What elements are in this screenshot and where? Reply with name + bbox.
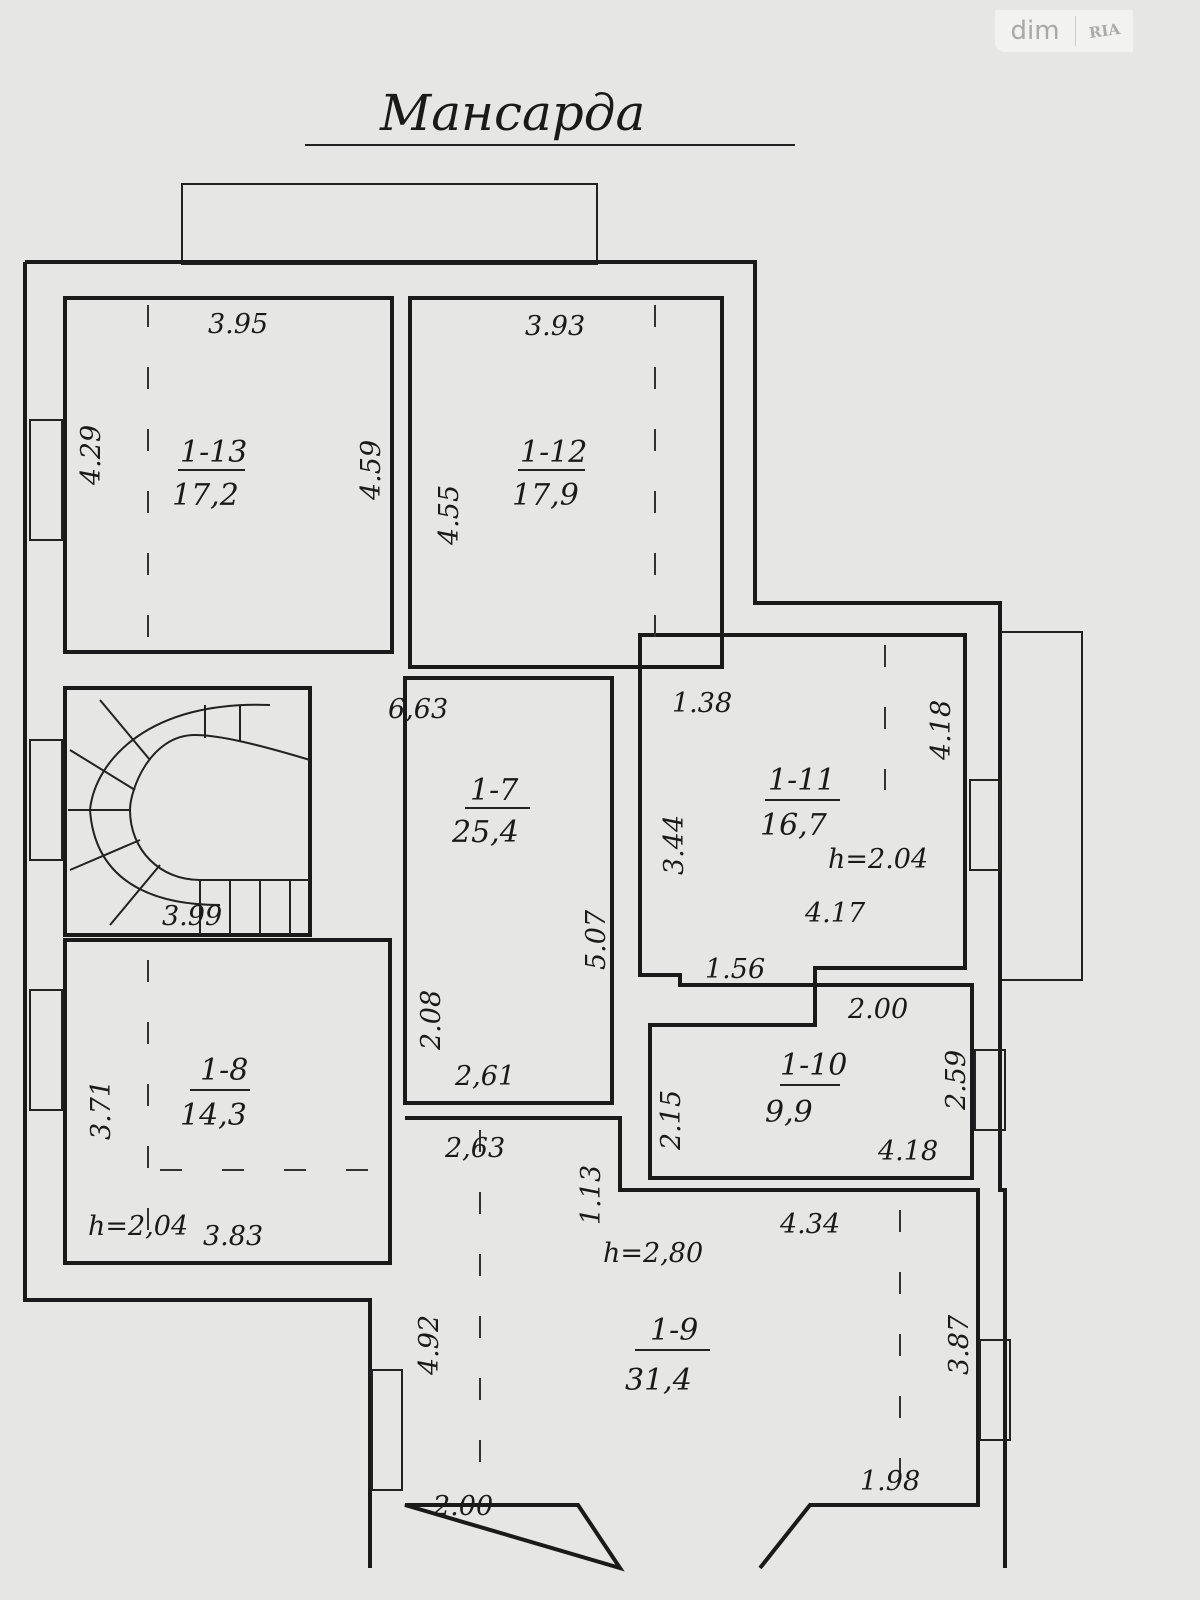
dimension-label: 6,63 [388, 694, 448, 725]
dimension-label: 4.18 [877, 1136, 938, 1167]
dimension-label: 3.71 [86, 1080, 117, 1140]
dimension-label: 3.87 [944, 1314, 975, 1375]
height-label: h=2.04 [828, 844, 928, 875]
room-1-12 [408, 296, 724, 669]
room-id: 1-8 [200, 1053, 248, 1088]
dimension-label: 2,61 [454, 1061, 515, 1092]
staircase [63, 686, 312, 937]
dimension-label: 1.56 [705, 954, 765, 985]
dimension-label: 1.13 [576, 1165, 607, 1225]
dimension-label: 3.99 [162, 901, 222, 932]
room-area: 17,9 [512, 478, 579, 513]
height-label: h=2,80 [603, 1238, 703, 1269]
dimension-label: 2.00 [432, 1491, 493, 1522]
outer-wall [23, 260, 1007, 1568]
room-area: 16,7 [760, 808, 828, 843]
dimension-label: 3.95 [208, 309, 268, 340]
dimension-label: 4.59 [356, 440, 387, 501]
room-1-8 [63, 938, 392, 1265]
room-id: 1-10 [780, 1048, 847, 1083]
dimension-label: 4.29 [76, 425, 107, 486]
room-area: 9,9 [765, 1095, 813, 1130]
dimension-label: 4.18 [926, 700, 957, 761]
dimension-label: 1.98 [860, 1466, 920, 1497]
room-area: 17,2 [172, 478, 239, 513]
windows [29, 419, 1011, 1491]
right-balcony [999, 631, 1083, 981]
dimension-label: 4.92 [414, 1315, 445, 1376]
dimria-logo: dim RIA [995, 10, 1133, 52]
dimension-label: 2.00 [847, 994, 908, 1025]
dimension-label: 3.93 [525, 311, 585, 342]
room-id: 1-11 [768, 763, 835, 798]
dimension-label: 2.08 [416, 990, 447, 1051]
plan-title: Мансарда [379, 84, 645, 142]
room-id: 1-13 [180, 435, 247, 470]
room-area: 14,3 [180, 1098, 247, 1133]
dimension-label: 2.15 [656, 1090, 687, 1151]
dimension-label: 2.59 [941, 1050, 972, 1111]
dimension-label: 2,63 [444, 1133, 505, 1164]
room-area: 31,4 [625, 1363, 692, 1398]
dimension-label: 1.38 [672, 688, 732, 719]
dimension-label: 5.07 [581, 909, 612, 970]
room-1-7 [403, 676, 614, 1105]
room-1-9 [404, 1116, 980, 1572]
room-id: 1-9 [650, 1313, 698, 1348]
room-1-13 [63, 296, 394, 654]
dimension-labels: 3.95 3.93 4.29 4.59 4.55 6,63 1.38 4.18 … [76, 309, 975, 1522]
room-area: 25,4 [451, 815, 519, 850]
dimension-label: 4.34 [779, 1209, 840, 1240]
room-id: 1-7 [470, 773, 519, 808]
top-balcony [181, 183, 598, 265]
dimension-label: 4.17 [804, 898, 866, 929]
center-lines [147, 305, 901, 1500]
room-labels: 1-13 17,2 1-12 17,9 1-7 25,4 1-11 16,7 1… [172, 435, 847, 1398]
dimension-label: 4.55 [434, 485, 465, 546]
room-1-10 [648, 983, 974, 1180]
room-id: 1-12 [520, 435, 587, 470]
dimension-label: 3.83 [203, 1221, 263, 1252]
dimension-label: 3.44 [659, 815, 690, 875]
height-label: h=2,04 [88, 1211, 188, 1242]
logo-dim: dim [995, 16, 1076, 46]
